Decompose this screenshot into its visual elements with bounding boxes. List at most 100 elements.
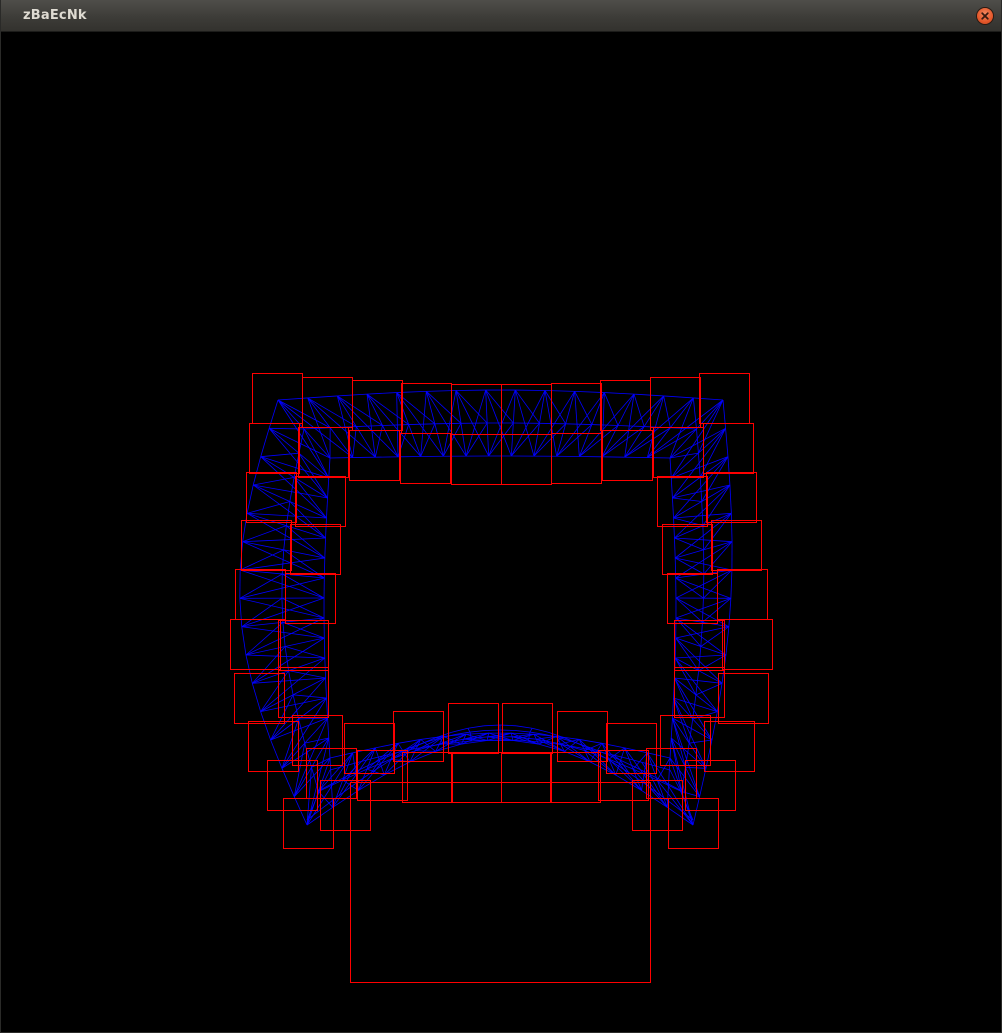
mesh-edge [670,477,673,499]
collision-box [657,476,708,527]
collision-box [551,433,602,484]
mesh-edge [674,537,704,551]
mesh-edge [672,697,674,719]
close-button[interactable] [977,8,993,24]
mesh-edge [469,730,486,733]
mesh-edge [252,484,326,539]
mesh-edge [384,761,411,776]
mesh-edge [292,694,299,720]
collision-box [703,423,754,474]
mesh-edge [533,423,566,457]
mesh-edge [656,779,694,826]
mesh-edge [289,477,295,502]
mesh-edge [397,739,421,744]
mesh-edge [260,697,327,713]
mesh-edge [239,573,283,599]
mesh-edge [252,677,326,684]
collision-box [352,380,403,431]
mesh-edge [282,622,286,647]
mesh-edge [512,740,539,745]
mesh-edge [282,573,325,599]
collision-boxes [230,373,773,983]
mesh-edge [538,735,557,745]
mesh-edge [434,422,462,425]
collision-box [602,430,653,481]
mesh-edge [293,737,330,797]
mesh-edge [556,736,591,763]
mesh-edge [344,761,359,767]
collision-box [349,430,400,481]
mesh-edge [241,597,283,627]
collision-box [350,782,651,983]
mesh-edge [451,727,468,733]
mesh-edge [467,725,484,729]
mesh-edge [467,728,471,733]
mesh-edge [711,711,718,741]
mesh-edge [484,729,501,731]
mesh-edge [270,717,328,741]
mesh-edge [439,734,456,739]
mesh-edge [574,742,591,748]
mesh-edge [579,739,617,776]
mesh-edge [415,750,436,752]
window-title: zBaEcNk [23,8,87,23]
mesh-edge [527,731,531,742]
mesh-edge [469,731,473,742]
mesh-edge [304,737,329,744]
mesh-edge [698,453,701,478]
mesh-edge [328,457,331,479]
mesh-edge [685,743,690,768]
mesh-edge [565,423,592,425]
mesh-edge [511,732,539,745]
collision-box [283,798,334,849]
mesh-edge [528,740,543,743]
mesh-edge [241,626,247,656]
mesh-edge [672,717,707,769]
mesh-edge [728,598,732,627]
mesh-edge [329,765,345,771]
mesh-edge [647,428,697,458]
mesh-edge [624,747,642,791]
mesh-edge [281,597,325,619]
collision-box [660,715,711,766]
mesh-edge [529,728,533,733]
collision-box [344,723,395,774]
mesh-edge [664,781,681,791]
mesh-edge [327,717,330,739]
collision-box [393,711,444,762]
mesh-edge [429,743,444,747]
mesh-edge [253,476,295,486]
mesh-edge [722,399,726,429]
mesh-edge [632,752,648,770]
collision-box [290,524,341,575]
collision-box [278,620,329,671]
collision-box [650,377,701,428]
mesh-edge [584,747,591,750]
title-bar[interactable]: zBaEcNk [1,0,1001,32]
collision-box [246,472,297,523]
mesh-edge [670,737,707,769]
mesh-edge [675,617,702,647]
mesh-edge [326,497,328,519]
mesh-edge [699,477,703,502]
mesh-edge [465,733,488,741]
mesh-edge [673,517,675,539]
mesh-edge [514,739,529,742]
mesh-edge [306,752,354,826]
mesh-edge [270,739,283,769]
collision-box [653,427,704,478]
collision-box [704,721,755,772]
mesh-edge [603,392,619,426]
collision-box [234,673,285,724]
mesh-edge [701,501,704,526]
mesh-edge [624,427,671,458]
mesh-edge [646,752,694,826]
mesh-edge [307,397,357,427]
render-viewport[interactable] [1,33,1001,1032]
mesh-edge [260,456,327,519]
mesh-edge [675,597,730,628]
mesh-edge [242,525,287,543]
mesh-edge [304,743,312,768]
mesh-edge [675,626,729,639]
